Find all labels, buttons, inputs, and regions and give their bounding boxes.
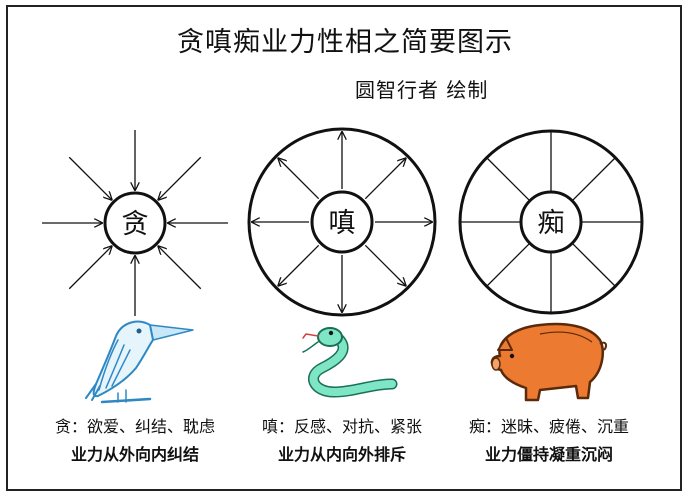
greed-circle bbox=[103, 191, 167, 255]
greed-inward-arrow bbox=[158, 246, 202, 290]
delusion-karma: 业力僵持凝重沉闷 bbox=[484, 445, 613, 464]
anger-label: 嗔 bbox=[329, 208, 356, 239]
delusion-circle bbox=[519, 190, 583, 254]
anger-circle bbox=[310, 190, 374, 254]
diagram-frame bbox=[6, 5, 682, 491]
anger-outward-arrow bbox=[364, 244, 405, 285]
snake-icon bbox=[302, 327, 398, 398]
delusion-spokes bbox=[461, 132, 641, 312]
anger-outward-arrow bbox=[278, 244, 320, 285]
greed-attributes: 贪：欲爱、纠结、耽虑 bbox=[54, 417, 215, 436]
delusion-diagram: 痴 bbox=[458, 129, 644, 315]
delusion-spoke bbox=[572, 157, 616, 201]
delusion-attributes: 痴：迷昧、疲倦、沉重 bbox=[468, 417, 629, 436]
page-subtitle: 圆智行者 绘制 bbox=[355, 78, 489, 102]
delusion-spoke bbox=[486, 157, 530, 201]
greed-inward-arrow bbox=[158, 156, 202, 199]
delusion-label: 痴 bbox=[538, 208, 565, 239]
anger-karma: 业力从内向外排斥 bbox=[277, 445, 406, 464]
greed-inward-arrow bbox=[68, 156, 111, 199]
delusion-spoke bbox=[572, 243, 616, 287]
anger-outward-arrows bbox=[252, 132, 432, 312]
greed-karma: 业力从外向内纠结 bbox=[70, 445, 199, 464]
delusion-outer-ring bbox=[458, 129, 644, 315]
anger-outer-ring bbox=[247, 127, 437, 317]
anger-outward-arrow bbox=[278, 158, 320, 200]
pig-icon bbox=[490, 322, 608, 402]
anger-outward-arrow bbox=[364, 158, 405, 200]
greed-inward-arrows bbox=[42, 130, 228, 316]
greed-inward-arrow bbox=[68, 246, 111, 290]
delusion-spoke bbox=[486, 243, 530, 287]
page-title: 贪嗔痴业力性相之简要图示 bbox=[177, 27, 513, 58]
greed-diagram: 贪 bbox=[42, 130, 228, 316]
greed-label: 贪 bbox=[122, 209, 149, 240]
kingfisher-bird-icon bbox=[85, 320, 194, 404]
anger-attributes: 嗔：反感、对抗、紧张 bbox=[261, 417, 422, 436]
anger-diagram: 嗔 bbox=[247, 127, 437, 317]
